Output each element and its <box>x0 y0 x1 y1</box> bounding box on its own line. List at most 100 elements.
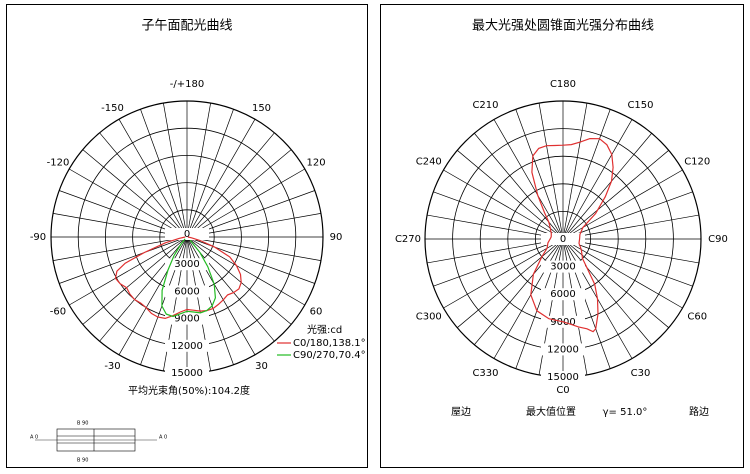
radial-tick-label: 0 <box>560 234 566 245</box>
radial-tick-label: 15000 <box>547 372 579 383</box>
grid-spoke <box>443 169 564 240</box>
grid-spoke <box>99 132 188 238</box>
grid-spoke <box>515 109 564 240</box>
grid-spoke <box>538 103 564 240</box>
grid-spoke <box>186 213 321 238</box>
grid-spoke <box>562 191 693 240</box>
angle-label: C300 <box>416 312 442 323</box>
chart-title: 子午面配光曲线 <box>141 19 232 34</box>
grid-spoke <box>163 103 188 238</box>
angle-label: C60 <box>687 312 707 323</box>
grid-spoke <box>562 119 633 240</box>
tick-bg <box>541 371 585 383</box>
grid-spoke <box>493 119 564 240</box>
grid-spoke <box>562 238 693 287</box>
tick-bg <box>541 260 585 273</box>
grid-spoke <box>186 236 292 325</box>
icon-axis-label: B 90 <box>77 421 88 427</box>
tick-bg <box>165 339 209 352</box>
grid-spoke <box>82 236 188 325</box>
grid-spoke <box>427 238 564 264</box>
angle-label: C120 <box>684 157 710 168</box>
angle-label: -30 <box>104 361 120 372</box>
legend-entry: C0/180,138.1° <box>293 338 366 349</box>
grid-spoke <box>82 149 188 238</box>
angle-label: 60 <box>310 307 323 318</box>
angle-label: C90 <box>708 234 728 245</box>
tick-bg <box>165 367 209 379</box>
radial-tick-label: 3000 <box>174 259 199 270</box>
grid-spoke <box>99 236 188 342</box>
grid-spoke <box>69 236 188 306</box>
angle-label: -150 <box>101 103 124 114</box>
angle-label: C150 <box>627 100 653 111</box>
cone-polar-chart: 最大光强处圆锥面光强分布曲线C0C30C60C90C120C150C180C21… <box>395 19 728 419</box>
tick-bg <box>541 343 585 356</box>
unit-label: 光强:cd <box>307 323 342 336</box>
grid-spoke <box>118 119 188 238</box>
angle-label: C330 <box>472 368 498 379</box>
meridian-polar-panel: 子午面配光曲线 -/+180 150 120 90 60 30 -30 -60 -90 -120 -1… <box>6 4 368 468</box>
radial-tick-label: 3000 <box>550 262 575 273</box>
radial-tick-label: 12000 <box>547 344 579 355</box>
grid-spoke <box>562 103 588 240</box>
grid-spoke <box>186 168 305 238</box>
radial-tick-label: 0 <box>184 229 190 240</box>
grid-spoke <box>562 238 652 345</box>
angle-label: 120 <box>306 158 325 169</box>
side-label-right: 路边 <box>689 405 709 418</box>
grid-spoke <box>59 236 188 284</box>
grid-spoke <box>433 238 564 287</box>
grid-spoke <box>562 238 699 264</box>
series-line <box>530 137 614 333</box>
grid-spoke <box>493 238 564 359</box>
series-line <box>114 236 242 320</box>
icon-axis-label: A 0 <box>30 435 38 441</box>
legend-entry: C90/270,70.4° <box>293 350 366 361</box>
radial-tick-label: 9000 <box>174 314 199 325</box>
grid-spoke <box>186 109 234 238</box>
series-line <box>161 238 217 318</box>
grid-spoke <box>53 236 188 261</box>
angle-label: C240 <box>416 157 442 168</box>
radial-tick-label: 6000 <box>550 289 575 300</box>
grid-spoke <box>562 214 699 240</box>
grid-spoke <box>186 119 256 238</box>
tick-bg <box>165 258 209 271</box>
grid-spoke <box>186 149 292 238</box>
radial-tick-label: 15000 <box>171 368 203 379</box>
angle-label: C210 <box>472 100 498 111</box>
grid-spoke <box>457 150 564 240</box>
angle-label: C270 <box>395 234 421 245</box>
grid-spoke <box>443 238 564 309</box>
angle-label: 90 <box>330 232 343 243</box>
grid-spoke <box>186 103 211 238</box>
radial-tick-label: 6000 <box>174 286 199 297</box>
angle-label: -90 <box>30 232 46 243</box>
angle-label: C30 <box>631 368 651 379</box>
angle-label: -60 <box>50 307 66 318</box>
max-position-label: 最大值位置 <box>526 405 576 418</box>
icon-axis-label: B 90 <box>77 458 88 464</box>
grid-spoke <box>69 168 188 238</box>
grid-spoke <box>186 236 256 355</box>
grid-spoke <box>562 238 669 328</box>
angle-label: 150 <box>252 103 271 114</box>
grid-spoke <box>562 109 611 240</box>
angle-label: C0 <box>556 385 569 396</box>
grid-spoke <box>433 191 564 240</box>
angle-label: 30 <box>255 361 268 372</box>
angle-label: -120 <box>47 158 70 169</box>
grid-spoke <box>427 214 564 240</box>
grid-spoke <box>118 236 188 355</box>
tick-bg <box>541 288 585 301</box>
grid-spoke <box>186 236 321 261</box>
angle-label: -/+180 <box>170 79 204 90</box>
meridian-polar-chart: 子午面配光曲线 -/+180 150 120 90 60 30 -30 -60 -90 -120 -1… <box>30 19 366 464</box>
tick-bg <box>165 285 209 298</box>
grid-spoke <box>474 238 564 345</box>
grid-spoke <box>53 213 188 238</box>
chart-title: 最大光强处圆锥面光强分布曲线 <box>472 19 654 34</box>
grid-spoke <box>186 236 305 306</box>
